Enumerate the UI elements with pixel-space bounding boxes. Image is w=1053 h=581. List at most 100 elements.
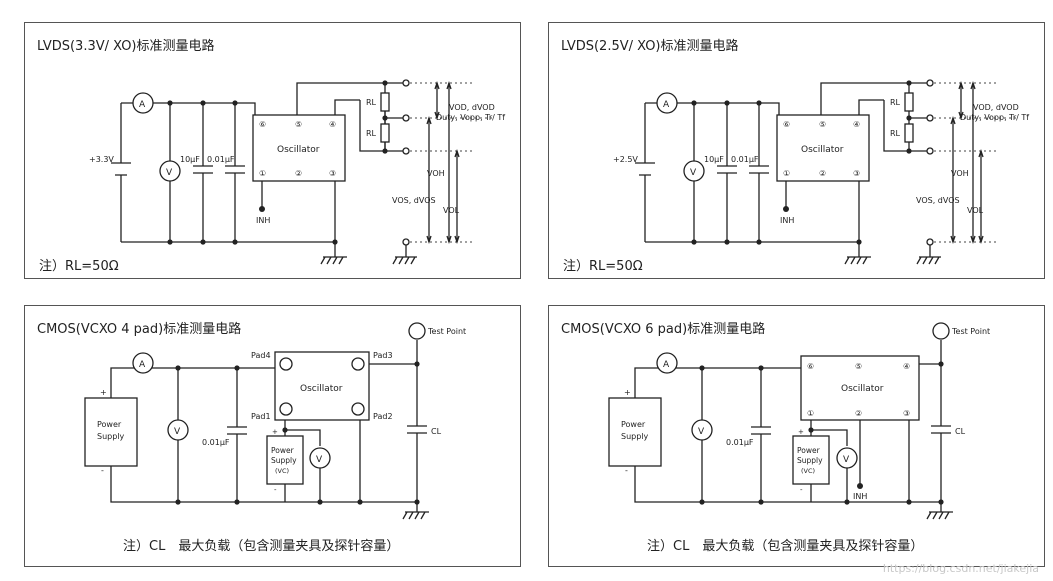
psu-vc-plus: + <box>798 428 804 436</box>
pin-6: ⑥ <box>807 362 814 371</box>
panel-note: 注）RL=50Ω <box>39 259 119 274</box>
pin-2: ② <box>855 409 862 418</box>
rl-lower-label: RL <box>890 129 901 138</box>
duty-label: Duty, Vopp, Tr/ Tf <box>436 113 505 122</box>
rl-upper-label: RL <box>890 98 901 107</box>
cap-001uf-label: 0.01μF <box>731 155 759 164</box>
psu-plus: + <box>100 388 107 397</box>
inh-label: INH <box>256 216 270 225</box>
vos-label: VOS, dVOS <box>392 196 436 205</box>
pin-5: ⑤ <box>855 362 862 371</box>
vol-label: VOL <box>443 206 460 215</box>
psu-vc-line2: Supply <box>797 456 823 465</box>
pad2-label: Pad2 <box>373 412 393 421</box>
cl-label: CL <box>431 427 442 436</box>
duty-label: Duty, Vopp, Tr/ Tf <box>960 113 1029 122</box>
ammeter-symbol: A <box>663 360 670 370</box>
psu-vc-line3: (VC) <box>275 467 289 475</box>
psu-line2: Supply <box>621 432 649 441</box>
pin-5: ⑤ <box>295 120 302 129</box>
panel-cmos-4pad: CMOS(VCXO 4 pad)标准测量电路 注）CL 最大负载（包含测量夹具及… <box>24 305 521 567</box>
cap-label: 0.01μF <box>202 438 230 447</box>
pin-3: ③ <box>329 169 336 178</box>
pin-4: ④ <box>329 120 336 129</box>
vod-label: VOD, dVOD <box>449 103 495 112</box>
osc-label: Oscillator <box>801 145 844 155</box>
psu-vc-line2: Supply <box>271 456 297 465</box>
panel-title: LVDS(2.5V/ XO)标准测量电路 <box>561 39 739 54</box>
vol-label: VOL <box>967 206 984 215</box>
panel-lvds-2v5: LVDS(2.5V/ XO)标准测量电路 注）RL=50Ω +2.5V A V … <box>548 22 1045 279</box>
cmos-6pad-schematic: Power Supply + - A V 0.01μF Oscillator ⑥… <box>608 322 990 520</box>
psu-vc-line1: Power <box>797 446 821 455</box>
pin-3: ③ <box>903 409 910 418</box>
ammeter-symbol: A <box>663 100 670 110</box>
test-point-label: Test Point <box>427 327 466 336</box>
vc-voltmeter-symbol: V <box>843 455 850 465</box>
rl-lower-label: RL <box>366 129 377 138</box>
vos-label: VOS, dVOS <box>916 196 960 205</box>
psu-vc-plus: + <box>272 428 278 436</box>
panel-note: 注）CL 最大负载（包含测量夹具及探针容量） <box>647 539 924 554</box>
cap-label: 0.01μF <box>726 438 754 447</box>
pin-1: ① <box>259 169 266 178</box>
pin-1: ① <box>783 169 790 178</box>
pin-6: ⑥ <box>259 120 266 129</box>
vod-label: VOD, dVOD <box>973 103 1019 112</box>
ammeter-symbol: A <box>139 100 146 110</box>
cap-10uf-label: 10μF <box>180 155 200 164</box>
osc-label: Oscillator <box>300 384 343 394</box>
psu-line2: Supply <box>97 432 125 441</box>
inh-label: INH <box>780 216 794 225</box>
psu-minus: - <box>625 466 628 475</box>
panel-title: LVDS(3.3V/ XO)标准测量电路 <box>37 39 215 54</box>
psu-line1: Power <box>97 420 122 429</box>
pin-4: ④ <box>903 362 910 371</box>
lvds-2v5-schematic: +2.5V A V 10μF 0.01μF Oscillator ⑥ ⑤ ④ ①… <box>613 79 1029 265</box>
panel-cmos-6pad: CMOS(VCXO 6 pad)标准测量电路 注）CL 最大负载（包含测量夹具及… <box>548 305 1045 567</box>
pin-3: ③ <box>853 169 860 178</box>
lvds-3v3-schematic: +3.3V A V 10μF 0.01μF Oscillator ⑥ ⑤ ④ ①… <box>89 79 505 265</box>
pin-2: ② <box>295 169 302 178</box>
psu-minus: - <box>101 466 104 475</box>
pad1-label: Pad1 <box>251 412 271 421</box>
psu-vc-line1: Power <box>271 446 295 455</box>
cap-001uf-label: 0.01μF <box>207 155 235 164</box>
watermark: https://blog.csdn.net/jiakejia <box>882 562 1039 575</box>
inh-label: INH <box>853 492 867 501</box>
voltmeter-symbol: V <box>174 427 181 437</box>
pin-2: ② <box>819 169 826 178</box>
panel-note: 注）CL 最大负载（包含测量夹具及探针容量） <box>123 539 400 554</box>
pad3-label: Pad3 <box>373 351 393 360</box>
pad4-label: Pad4 <box>251 351 271 360</box>
panel-lvds-3v3: LVDS(3.3V/ XO)标准测量电路 注）RL=50Ω +3.3V A V … <box>24 22 521 279</box>
cmos-4pad-schematic: Power Supply + - A V 0.01μF Oscillator P… <box>84 322 466 520</box>
supply-label: +2.5V <box>613 155 638 164</box>
voltmeter-symbol: V <box>698 427 705 437</box>
osc-label: Oscillator <box>841 384 884 394</box>
panel-title: CMOS(VCXO 4 pad)标准测量电路 <box>37 322 242 337</box>
supply-label: +3.3V <box>89 155 114 164</box>
osc-label: Oscillator <box>277 145 320 155</box>
psu-vc-minus: - <box>800 486 803 494</box>
pin-4: ④ <box>853 120 860 129</box>
cap-10uf-label: 10μF <box>704 155 724 164</box>
psu-vc-line3: (VC) <box>801 467 815 475</box>
ammeter-symbol: A <box>139 360 146 370</box>
rl-upper-label: RL <box>366 98 377 107</box>
vc-voltmeter-symbol: V <box>316 455 323 465</box>
pin-6: ⑥ <box>783 120 790 129</box>
voh-label: VOH <box>951 169 969 178</box>
test-point-label: Test Point <box>951 327 990 336</box>
panel-note: 注）RL=50Ω <box>563 259 643 274</box>
psu-line1: Power <box>621 420 646 429</box>
psu-plus: + <box>624 388 631 397</box>
voltmeter-symbol: V <box>690 168 697 178</box>
voltmeter-symbol: V <box>166 168 173 178</box>
pin-1: ① <box>807 409 814 418</box>
pin-5: ⑤ <box>819 120 826 129</box>
panel-title: CMOS(VCXO 6 pad)标准测量电路 <box>561 322 766 337</box>
voh-label: VOH <box>427 169 445 178</box>
cl-label: CL <box>955 427 966 436</box>
psu-vc-minus: - <box>274 486 277 494</box>
